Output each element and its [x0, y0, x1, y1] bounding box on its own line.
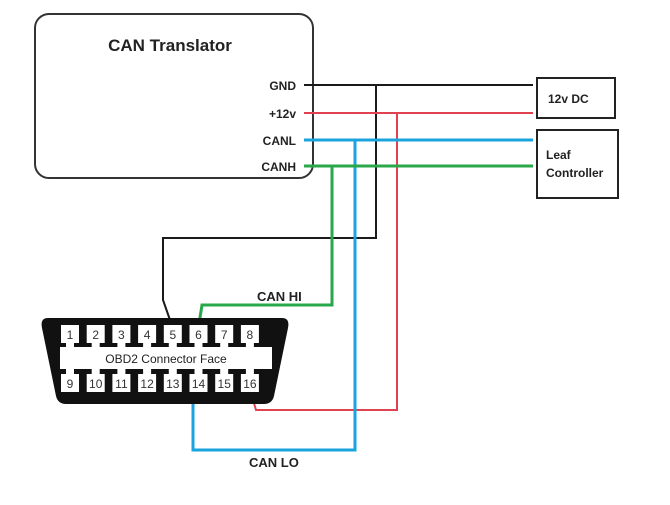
- obd2-pin-13: [163, 374, 182, 392]
- obd2-pin-number: 9: [67, 377, 74, 391]
- obd2-pin-10: [86, 374, 105, 392]
- wire-canh-to-pin6: [196, 166, 334, 331]
- can-hi-label: CAN HI: [257, 289, 302, 304]
- pin-label-12v: +12v: [269, 107, 296, 121]
- obd2-pin-number: 14: [192, 377, 206, 391]
- obd2-pin-number: 3: [118, 328, 125, 342]
- obd2-pin-3: [112, 325, 131, 343]
- connector-face-band: [60, 347, 272, 369]
- obd2-pin-11: [112, 374, 131, 392]
- leaf-controller-label-line2: Controller: [546, 166, 604, 180]
- obd2-pin-stem-10: [91, 368, 100, 374]
- obd2-pin-stem-12: [143, 368, 152, 374]
- obd2-pin-9: [61, 374, 79, 392]
- obd2-pin-2: [86, 325, 105, 343]
- obd2-pin-number: 12: [140, 377, 154, 391]
- obd2-pin-7: [215, 325, 234, 343]
- obd2-pin-stem-6: [194, 343, 203, 349]
- can-translator-box: [34, 13, 314, 179]
- obd2-pin-stem-15: [220, 368, 229, 374]
- obd2-pin-number: 6: [195, 328, 202, 342]
- obd2-pin-stem-9: [66, 368, 74, 374]
- can-translator-title: CAN Translator: [108, 36, 232, 55]
- obd2-pin-number: 16: [243, 377, 257, 391]
- obd2-pin-16: [240, 374, 259, 392]
- obd2-pin-6: [189, 325, 208, 343]
- obd2-pin-number: 4: [144, 328, 151, 342]
- leaf-controller-box: [536, 129, 619, 199]
- obd2-pin-12: [138, 374, 157, 392]
- wire-gnd-to-pin5: [162, 85, 377, 321]
- obd2-pin-stem-11: [117, 368, 126, 374]
- obd2-pin-stem-14: [194, 368, 203, 374]
- obd2-pin-number: 2: [92, 328, 99, 342]
- obd2-pin-stem-16: [245, 368, 254, 374]
- obd2-pin-number: 11: [115, 377, 128, 391]
- connector-face-label: OBD2 Connector Face: [105, 352, 227, 366]
- obd2-pin-stem-8: [245, 343, 254, 349]
- obd2-pin-number: 1: [67, 328, 74, 342]
- obd2-pin-number: 10: [89, 377, 103, 391]
- pin-label-gnd: GND: [269, 79, 296, 93]
- obd2-pin-14: [189, 374, 208, 392]
- obd2-pin-number: 5: [169, 328, 176, 342]
- power-supply-box: [536, 77, 616, 119]
- obd2-pin-number: 13: [166, 377, 180, 391]
- pin-label-canl: CANL: [263, 134, 296, 148]
- obd2-pin-stem-3: [117, 343, 126, 349]
- obd2-pin-stem-13: [168, 368, 177, 374]
- obd2-pin-stem-5: [168, 343, 177, 349]
- obd2-pin-stem-4: [143, 343, 152, 349]
- pin-label-canh: CANH: [261, 160, 296, 174]
- obd2-pin-4: [138, 325, 157, 343]
- leaf-controller-label-line1: Leaf: [546, 148, 572, 162]
- power-supply-label: 12v DC: [548, 92, 589, 106]
- obd2-pin-stem-1: [66, 343, 74, 349]
- obd2-pin-stem-2: [91, 343, 100, 349]
- obd2-pin-number: 15: [218, 377, 232, 391]
- obd2-pin-number: 7: [221, 328, 228, 342]
- obd2-pin-stem-7: [220, 343, 229, 349]
- obd2-pin-number: 8: [247, 328, 254, 342]
- obd2-pin-8: [240, 325, 259, 343]
- obd2-pin-1: [61, 325, 79, 343]
- can-lo-label: CAN LO: [249, 455, 299, 470]
- obd2-pin-5: [163, 325, 182, 343]
- obd2-pin-15: [215, 374, 234, 392]
